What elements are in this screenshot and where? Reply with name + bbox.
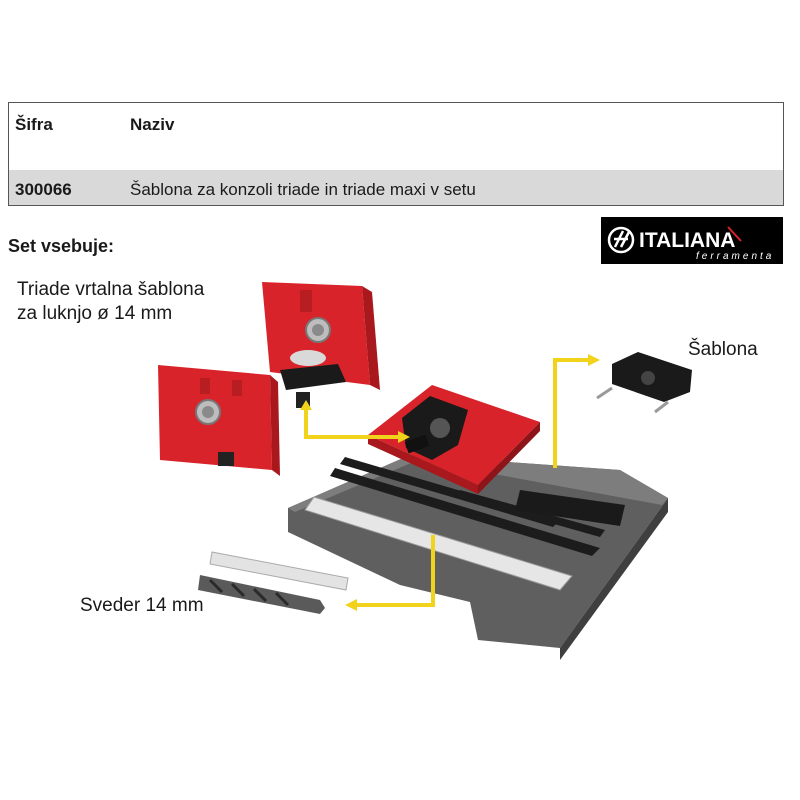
template-label: Šablona <box>688 339 758 360</box>
base-plate <box>368 385 540 494</box>
logo-brand: ITALIANA <box>639 229 735 252</box>
foam-tray <box>288 455 668 660</box>
section-title: Set vsebuje: <box>8 236 115 256</box>
cell-code: 300066 <box>15 180 72 199</box>
cell-name: Šablona za konzoli triade in triade maxi… <box>130 180 476 199</box>
callout-arrowheads <box>300 354 600 611</box>
header-code: Šifra <box>15 115 53 134</box>
logo-sub: ferramenta <box>696 251 774 262</box>
drill-jig-back <box>262 282 380 408</box>
table-row: 300066 Šablona za konzoli triade in tria… <box>9 170 783 205</box>
drill-jig-front <box>158 365 280 476</box>
drill-bit <box>198 551 349 614</box>
template-block <box>596 352 692 414</box>
product-table: Šifra Naziv 300066 Šablona za konzoli tr… <box>8 102 784 206</box>
drill-label: Sveder 14 mm <box>80 595 204 616</box>
jig-label-line1: Triade vrtalna šablona <box>17 279 205 300</box>
logo-mark: ITALIANA ferramenta <box>607 226 774 262</box>
italiana-logo: ITALIANA ferramenta <box>601 217 783 264</box>
jig-label-line2: za luknjo ø 14 mm <box>17 303 173 324</box>
callout-arrows <box>304 358 590 607</box>
header-name: Naziv <box>130 115 175 134</box>
